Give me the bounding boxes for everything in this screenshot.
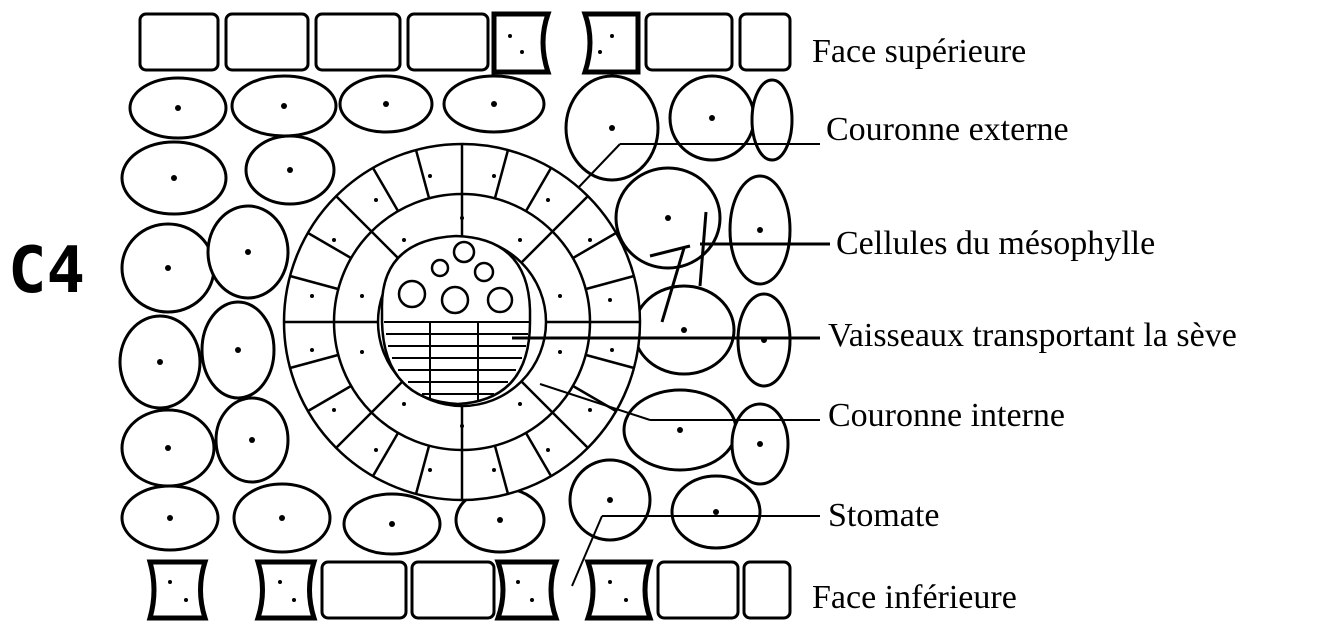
label-face-superieure: Face supérieure: [812, 33, 1026, 70]
diagram-title: C4: [8, 234, 85, 308]
upper-epidermis: [140, 14, 790, 72]
guard-cell: [585, 14, 638, 72]
label-cellules-mesophylle: Cellules du mésophylle: [836, 225, 1155, 262]
vascular-bundle: [382, 236, 530, 404]
label-vaisseaux: Vaisseaux transportant la sève: [828, 317, 1237, 354]
leaf-tissue: [120, 14, 792, 618]
guard-cell: [494, 14, 548, 72]
label-couronne-interne: Couronne interne: [828, 397, 1065, 434]
lower-epidermis: [150, 562, 790, 618]
label-stomate: Stomate: [828, 497, 939, 534]
label-couronne-externe: Couronne externe: [826, 111, 1069, 148]
label-face-inferieure: Face inférieure: [812, 579, 1017, 616]
